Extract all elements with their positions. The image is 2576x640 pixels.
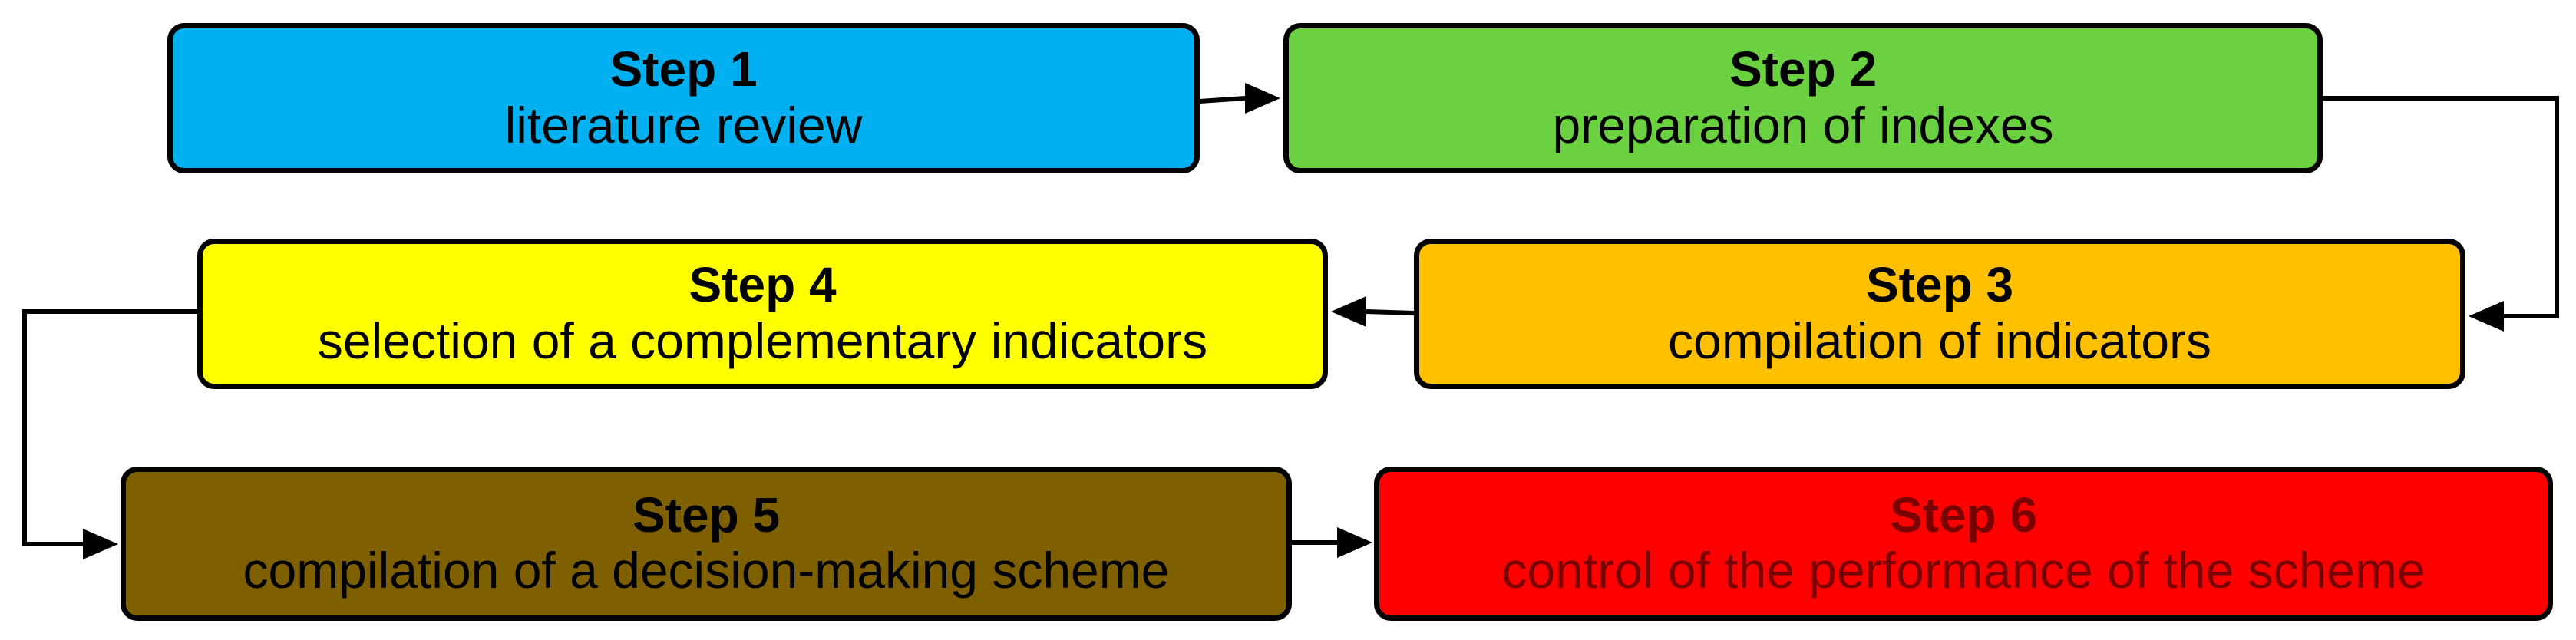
step-2-box: Step 2 preparation of indexes — [1283, 23, 2323, 173]
step-4-box: Step 4 selection of a complementary indi… — [197, 239, 1328, 389]
step-2-title: Step 2 — [1729, 41, 1878, 97]
step-5-box: Step 5 compilation of a decision-making … — [121, 467, 1292, 621]
arrow-step-2-to-step-3 — [2323, 96, 2559, 332]
arrow-step-1-to-step-2 — [1199, 83, 1280, 114]
step-1-title: Step 1 — [609, 41, 758, 97]
step-3-description: compilation of indicators — [1667, 312, 2212, 369]
arrow-step-3-to-step-4 — [1331, 296, 1415, 327]
step-6-box: Step 6 control of the performance of the… — [1374, 467, 2553, 621]
step-2-description: preparation of indexes — [1552, 96, 2054, 153]
arrow-step-5-to-step-6 — [1292, 527, 1372, 558]
step-4-title: Step 4 — [689, 257, 837, 313]
step-4-description: selection of a complementary indicators — [317, 312, 1208, 369]
step-3-box: Step 3 compilation of indicators — [1414, 239, 2465, 389]
step-6-description: control of the performance of the scheme — [1501, 542, 2426, 599]
step-1-description: literature review — [504, 96, 863, 153]
step-3-title: Step 3 — [1865, 257, 2014, 313]
step-5-description: compilation of a decision-making scheme — [243, 542, 1170, 599]
step-6-title: Step 6 — [1889, 487, 2038, 543]
arrow-step-4-to-step-5 — [22, 309, 197, 559]
step-5-title: Step 5 — [632, 487, 781, 543]
step-1-box: Step 1 literature review — [167, 23, 1200, 173]
